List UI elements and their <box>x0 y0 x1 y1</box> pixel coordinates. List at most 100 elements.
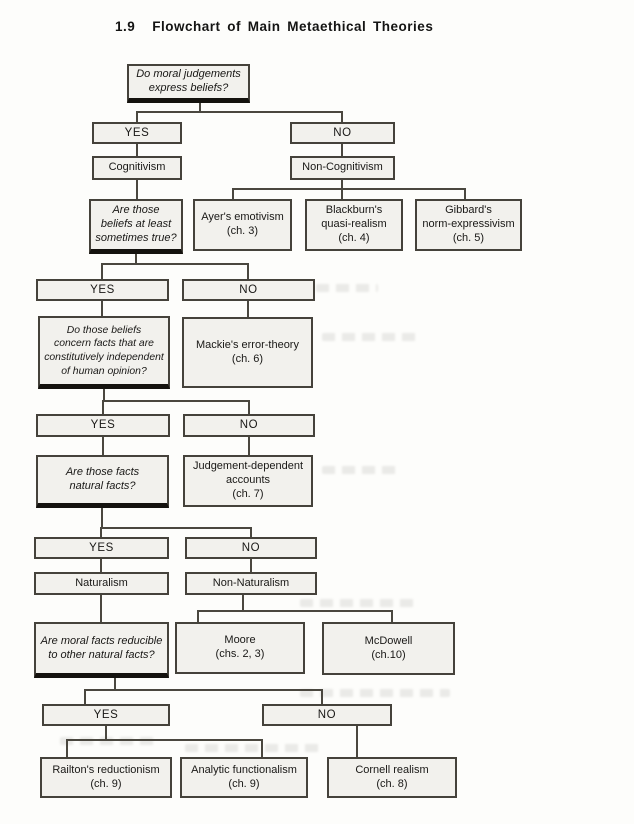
node-naturalism: Naturalism <box>34 572 169 595</box>
connector-line <box>261 739 263 757</box>
page-title: Flowchart of Main Metaethical Theories <box>152 19 434 34</box>
connector-line <box>105 726 107 741</box>
node-no-1-label: NO <box>333 126 352 139</box>
connector-line <box>232 188 466 190</box>
connector-line <box>341 180 343 190</box>
node-q-express-beliefs-label: Do moral judgements express beliefs? <box>136 68 241 94</box>
node-yes-2-label: YES <box>90 283 115 296</box>
node-ayer-emotivism: Ayer's emotivism (ch. 3) <box>193 199 292 251</box>
node-yes-4-label: YES <box>89 541 114 554</box>
connector-line <box>250 527 252 537</box>
connector-line <box>100 527 252 529</box>
connector-line <box>250 559 252 572</box>
connector-line <box>247 263 249 279</box>
node-mcdowell-label: McDowell (ch.10) <box>364 634 413 661</box>
connector-line <box>101 263 249 265</box>
node-moore: Moore (chs. 2, 3) <box>175 622 305 674</box>
node-no-4-label: NO <box>241 541 261 554</box>
node-yes-2: YES <box>36 279 169 301</box>
node-ayer-emotivism-label: Ayer's emotivism (ch. 3) <box>201 211 284 237</box>
connector-line <box>391 610 393 622</box>
connector-line <box>232 188 234 199</box>
node-yes-3: YES <box>36 414 170 437</box>
connector-line <box>199 102 201 113</box>
connector-line <box>100 595 102 622</box>
node-q-natural-facts-label: Are those facts natural facts? <box>65 466 140 492</box>
node-yes-4: YES <box>34 537 169 559</box>
scan-bleed-artifact <box>316 284 378 292</box>
node-cognitivism-label: Cognitivism <box>108 161 166 174</box>
section-heading: 1.9 Flowchart of Main Metaethical Theori… <box>115 19 433 34</box>
node-analytic-functionalism: Analytic functionalism (ch. 9) <box>180 757 308 798</box>
node-gibbard-norm-expressivism-label: Gibbard's norm-expressivism (ch. 5) <box>422 204 515 244</box>
node-q-natural-facts: Are those facts natural facts? <box>36 455 169 508</box>
node-railton-reductionism-label: Railton's reductionism (ch. 9) <box>52 763 160 790</box>
node-mcdowell: McDowell (ch.10) <box>322 622 455 675</box>
scan-bleed-artifact <box>322 333 417 341</box>
scan-bleed-artifact <box>60 737 155 745</box>
node-q-sometimes-true-label: Are those beliefs at least sometimes tru… <box>95 204 177 244</box>
node-no-1: NO <box>290 122 395 144</box>
node-q-reducible-facts: Are moral facts reducible to other natur… <box>34 622 169 678</box>
connector-line <box>66 739 68 757</box>
node-non-cognitivism: Non-Cognitivism <box>290 156 395 180</box>
scan-bleed-artifact <box>322 466 402 474</box>
node-railton-reductionism: Railton's reductionism (ch. 9) <box>40 757 172 798</box>
node-mackie-error-theory: Mackie's error-theory (ch. 6) <box>182 317 313 388</box>
node-naturalism-label: Naturalism <box>75 576 128 589</box>
connector-line <box>356 726 358 757</box>
node-q-constitutively-independent-label: Do those beliefs concern facts that are … <box>44 324 164 377</box>
connector-line <box>248 400 250 414</box>
node-moore-label: Moore (chs. 2, 3) <box>215 634 265 660</box>
node-non-naturalism: Non-Naturalism <box>185 572 317 595</box>
connector-line <box>101 263 103 279</box>
node-yes-1-label: YES <box>124 126 150 139</box>
node-no-5-label: NO <box>317 708 337 721</box>
connector-line <box>136 111 138 122</box>
node-q-reducible-facts-label: Are moral facts reducible to other natur… <box>40 634 163 661</box>
node-q-constitutively-independent: Do those beliefs concern facts that are … <box>38 316 170 389</box>
node-no-2: NO <box>182 279 315 301</box>
node-q-express-beliefs: Do moral judgements express beliefs? <box>127 64 250 103</box>
connector-line <box>114 678 116 691</box>
node-cornell-realism-label: Cornell realism (ch. 8) <box>355 763 429 790</box>
node-no-2-label: NO <box>239 283 258 296</box>
node-judgement-dependent-accounts-label: Judgement-dependent accounts (ch. 7) <box>192 460 304 500</box>
connector-line <box>341 188 343 199</box>
scan-bleed-artifact <box>300 689 450 697</box>
scan-bleed-artifact <box>185 744 325 752</box>
node-no-5: NO <box>262 704 392 726</box>
connector-line <box>136 180 138 199</box>
node-yes-3-label: YES <box>90 419 116 432</box>
connector-line <box>101 508 103 529</box>
connector-line <box>102 400 250 402</box>
connector-line <box>136 144 138 157</box>
connector-line <box>197 610 199 622</box>
connector-line <box>100 559 102 572</box>
node-blackburn-quasi-realism: Blackburn's quasi-realism (ch. 4) <box>305 199 403 251</box>
connector-line <box>248 437 250 455</box>
connector-line <box>102 437 104 455</box>
node-q-sometimes-true: Are those beliefs at least sometimes tru… <box>89 199 183 254</box>
connector-line <box>84 689 86 704</box>
connector-line <box>103 389 105 402</box>
connector-line <box>341 144 343 157</box>
node-mackie-error-theory-label: Mackie's error-theory (ch. 6) <box>196 338 299 365</box>
node-cognitivism: Cognitivism <box>92 156 182 180</box>
node-no-4: NO <box>185 537 317 559</box>
node-no-3: NO <box>183 414 315 437</box>
node-yes-5: YES <box>42 704 170 726</box>
section-number: 1.9 <box>115 19 136 34</box>
node-analytic-functionalism-label: Analytic functionalism (ch. 9) <box>191 763 297 790</box>
connector-line <box>136 111 343 113</box>
connector-line <box>84 689 323 691</box>
node-cornell-realism: Cornell realism (ch. 8) <box>327 757 457 798</box>
connector-line <box>341 111 343 122</box>
node-gibbard-norm-expressivism: Gibbard's norm-expressivism (ch. 5) <box>415 199 522 251</box>
node-non-naturalism-label: Non-Naturalism <box>212 576 290 589</box>
connector-line <box>464 188 466 199</box>
node-yes-5-label: YES <box>93 708 119 721</box>
connector-line <box>100 527 102 537</box>
node-no-3-label: NO <box>239 419 259 432</box>
